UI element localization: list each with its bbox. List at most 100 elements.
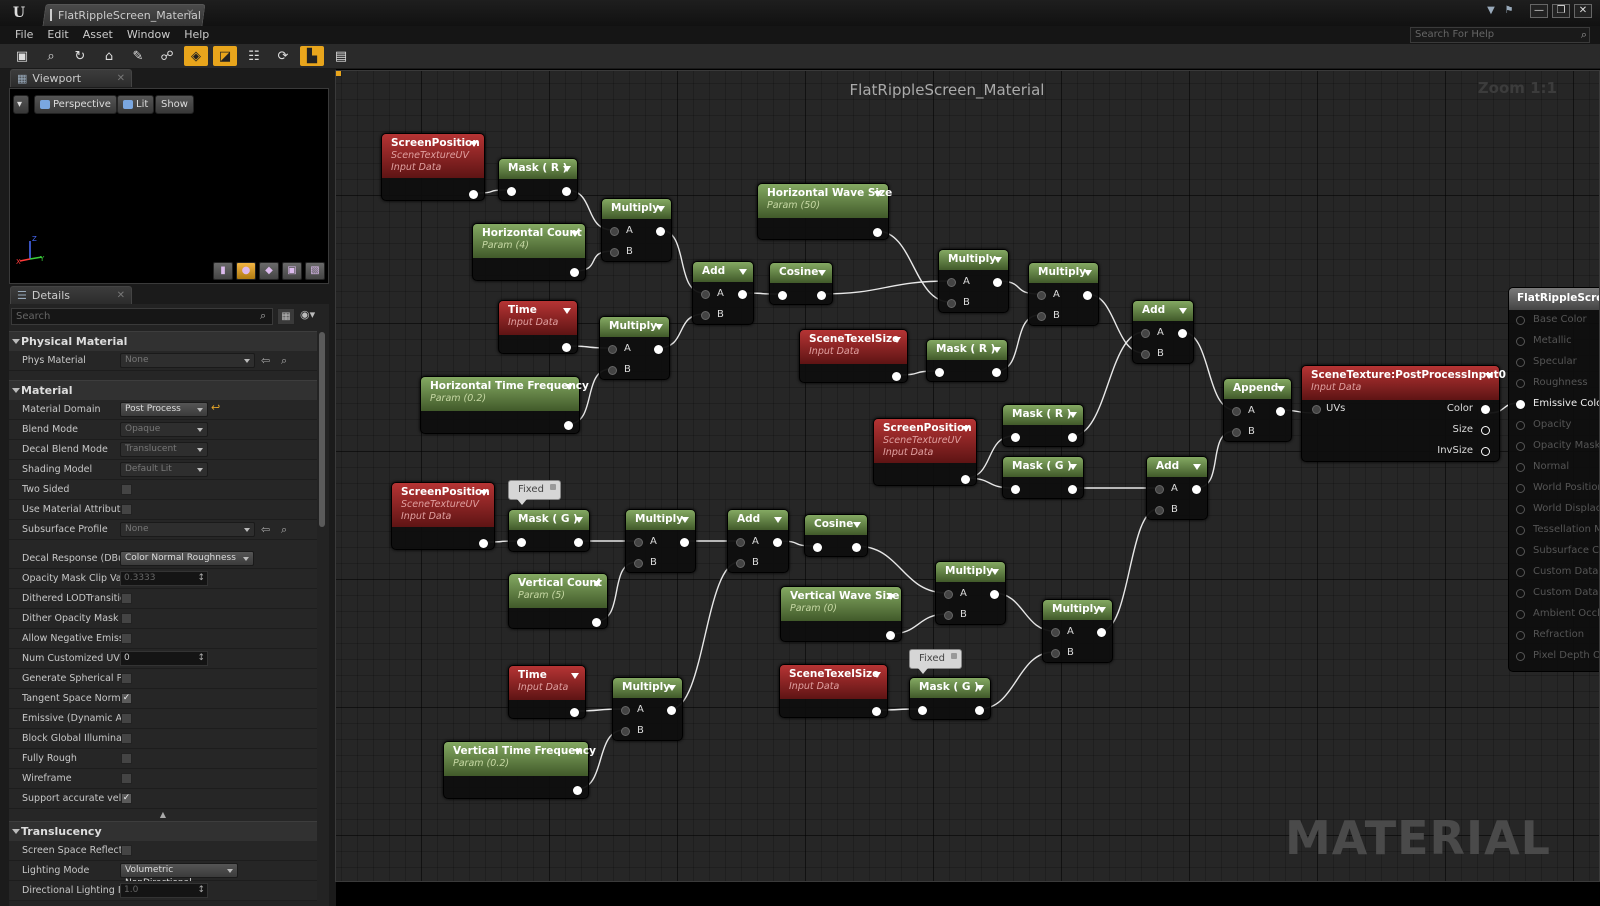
input-pin-b[interactable] (1155, 506, 1164, 515)
menu-help[interactable]: Help (184, 28, 210, 41)
result-input-8[interactable]: World Position Offset (1509, 478, 1599, 499)
property-dropdown[interactable]: Default Lit (120, 462, 208, 477)
collapse-node-icon[interactable] (1069, 412, 1077, 418)
minimize-button[interactable]: — (1530, 4, 1548, 18)
property-number-field[interactable]: 0 (120, 651, 208, 666)
input-pin-a[interactable] (1051, 628, 1060, 637)
feedback-icon[interactable]: ⚑ (1504, 5, 1514, 16)
stats-icon[interactable]: ▙ (300, 46, 324, 66)
collapse-node-icon[interactable] (874, 191, 882, 197)
output-pin[interactable] (872, 707, 881, 716)
output-pin[interactable] (992, 368, 1001, 377)
result-input-pin[interactable] (1516, 505, 1525, 514)
output-pin[interactable] (570, 268, 579, 277)
realtime-icon[interactable]: ◪ (213, 46, 237, 66)
property-checkbox[interactable] (121, 613, 132, 624)
property-dropdown[interactable]: Color Normal Roughness (120, 551, 254, 566)
output-pin[interactable] (886, 631, 895, 640)
collapse-node-icon[interactable] (818, 270, 826, 276)
result-input-pin[interactable] (1516, 316, 1525, 325)
collapse-node-icon[interactable] (887, 594, 895, 600)
input-pin-b[interactable] (1051, 649, 1060, 658)
input-pin[interactable] (813, 543, 822, 552)
result-input-pin[interactable] (1516, 484, 1525, 493)
collapse-node-icon[interactable] (976, 685, 984, 691)
node-maskr3[interactable]: Mask ( R ) (1002, 404, 1084, 447)
menu-edit[interactable]: Edit (47, 28, 69, 41)
output-pin[interactable] (738, 290, 747, 299)
input-pin-uvs[interactable] (1312, 405, 1321, 414)
result-input-2[interactable]: Specular (1509, 352, 1599, 373)
input-pin-b[interactable] (608, 366, 617, 375)
hierarchy-icon[interactable]: ☍ (160, 48, 174, 64)
input-pin[interactable] (517, 538, 526, 547)
output-pin[interactable] (570, 708, 579, 717)
menu-window[interactable]: Window (126, 28, 171, 41)
live-preview-icon[interactable]: ◈ (184, 46, 208, 66)
node-maskr2[interactable]: Mask ( R ) (926, 339, 1008, 382)
search-icon[interactable]: ⌕ (1580, 28, 1587, 41)
material-graph[interactable]: FlatRippleScreen_Material Zoom 1:1 MATER… (335, 70, 1600, 882)
collapse-node-icon[interactable] (1277, 386, 1285, 392)
input-pin-b[interactable] (944, 611, 953, 620)
property-checkbox[interactable] (121, 753, 132, 764)
collapse-node-icon[interactable] (565, 384, 573, 390)
input-pin-a[interactable] (1232, 407, 1241, 416)
result-node[interactable]: FlatRippleScreen_Material Base ColorMeta… (1508, 287, 1599, 672)
property-checkbox[interactable] (121, 773, 132, 784)
result-input-11[interactable]: Subsurface Color (1509, 541, 1599, 562)
node-maskg2[interactable]: Mask ( G ) (508, 509, 590, 552)
input-pin-a[interactable] (634, 538, 643, 547)
input-pin[interactable] (1011, 433, 1020, 442)
node-maskr1[interactable]: Mask ( R ) (498, 158, 578, 201)
input-pin-b[interactable] (736, 559, 745, 568)
clean-icon[interactable]: ✎ (132, 48, 144, 64)
close-details-tab-icon[interactable]: ✕ (116, 290, 125, 301)
property-checkbox[interactable] (121, 593, 132, 604)
input-pin-a[interactable] (947, 278, 956, 287)
result-input-0[interactable]: Base Color (1509, 310, 1599, 331)
release-stats-icon[interactable]: ⟳ (277, 48, 289, 64)
collapse-node-icon[interactable] (681, 517, 689, 523)
collapse-node-icon[interactable] (571, 231, 579, 237)
output-pin[interactable] (975, 706, 984, 715)
category-translucency[interactable]: Translucency (9, 821, 317, 841)
output-pin[interactable] (479, 539, 488, 548)
preview-custom-mesh-button[interactable]: ▧ (305, 262, 325, 280)
input-pin-a[interactable] (1141, 329, 1150, 338)
menu-asset[interactable]: Asset (82, 28, 113, 41)
output-pin[interactable] (817, 291, 826, 300)
output-pin[interactable] (573, 786, 582, 795)
result-input-12[interactable]: Custom Data 0 (1509, 562, 1599, 583)
output-pin[interactable] (990, 590, 999, 599)
close-window-button[interactable]: ✕ (1574, 4, 1592, 18)
result-input-6[interactable]: Opacity Mask (1509, 436, 1599, 457)
input-pin[interactable] (778, 291, 787, 300)
preview-cube-button[interactable]: ▣ (282, 262, 302, 280)
property-dropdown[interactable]: Volumetric NonDirectional (120, 863, 238, 888)
category-physical-material[interactable]: Physical Material (9, 331, 317, 351)
collapse-node-icon[interactable] (991, 569, 999, 575)
input-pin-a[interactable] (621, 706, 630, 715)
result-input-pin[interactable] (1516, 463, 1525, 472)
collapse-node-icon[interactable] (1069, 464, 1077, 470)
collapse-node-icon[interactable] (1098, 607, 1106, 613)
output-pin[interactable] (961, 475, 970, 484)
view-options-icon[interactable]: ◉▾ (300, 308, 316, 321)
preview-plane-button[interactable]: ◆ (259, 262, 279, 280)
collapse-node-icon[interactable] (962, 426, 970, 432)
save-icon[interactable]: ▣ (15, 48, 29, 64)
input-pin-b[interactable] (1141, 350, 1150, 359)
preview-sphere-button[interactable]: ● (236, 262, 256, 280)
node-stats-icon[interactable]: ☷ (248, 48, 260, 64)
output-pin-color[interactable] (1481, 405, 1490, 414)
viewport-options-button[interactable]: ▾ (13, 95, 29, 114)
